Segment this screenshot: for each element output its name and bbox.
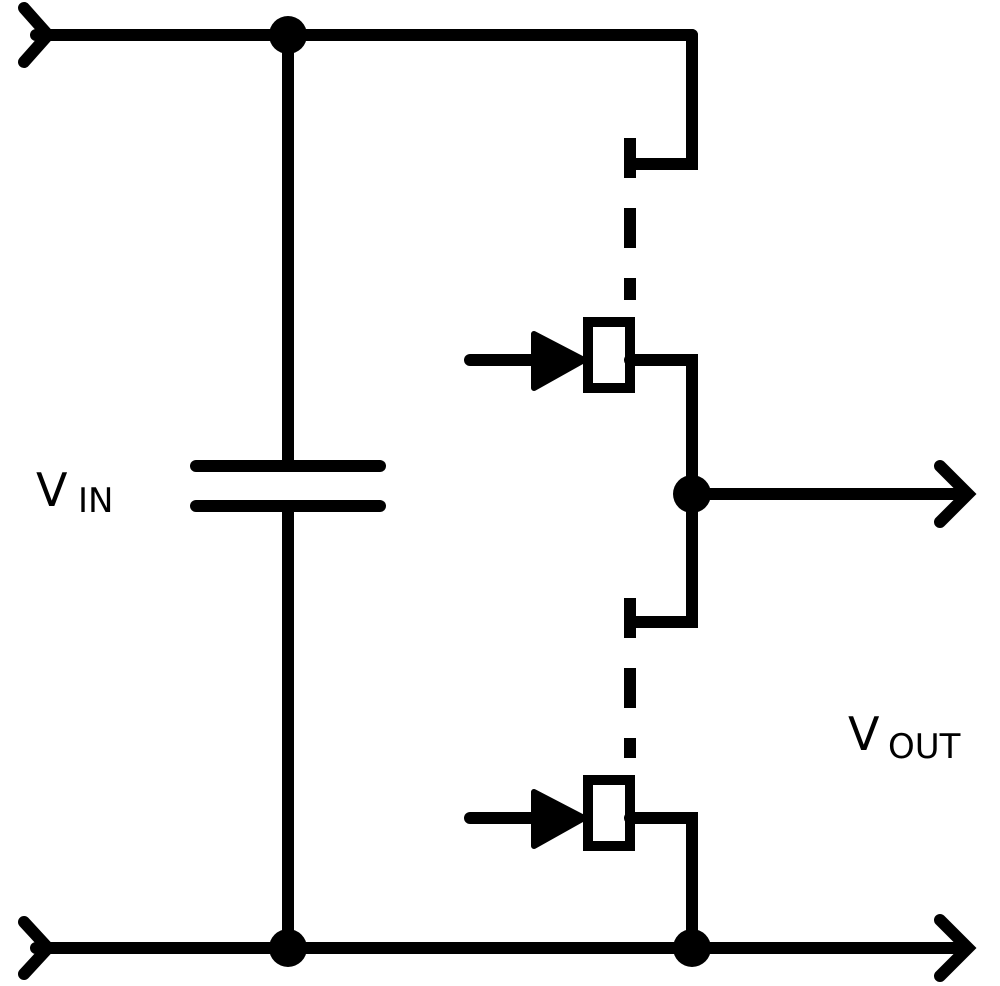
output-arrow-icon (934, 460, 977, 528)
top-input-arrow-icon (18, 2, 57, 68)
vin-label-main: V (36, 463, 68, 517)
output-branch (673, 460, 977, 528)
vout-label-sub: OUT (888, 727, 961, 767)
lower-drain-wire (624, 488, 698, 628)
lower-transistor (464, 488, 698, 954)
upper-gate-box (583, 317, 635, 393)
top-rail (18, 2, 698, 68)
upper-drain-wire (624, 29, 698, 170)
upper-transistor (464, 29, 698, 500)
lower-source-wire (624, 812, 698, 954)
bottom-output-arrow-icon (934, 914, 977, 982)
lower-gate-box (583, 775, 635, 851)
lower-gate-arrow-icon (531, 789, 587, 849)
capacitor (190, 29, 386, 954)
bottom-rail (18, 914, 977, 982)
bottom-input-arrow-icon (18, 916, 57, 980)
upper-source-wire (624, 354, 698, 500)
vin-label-sub: IN (78, 481, 113, 521)
upper-gate-arrow-icon (531, 331, 587, 391)
vout-label-main: V (848, 707, 880, 761)
